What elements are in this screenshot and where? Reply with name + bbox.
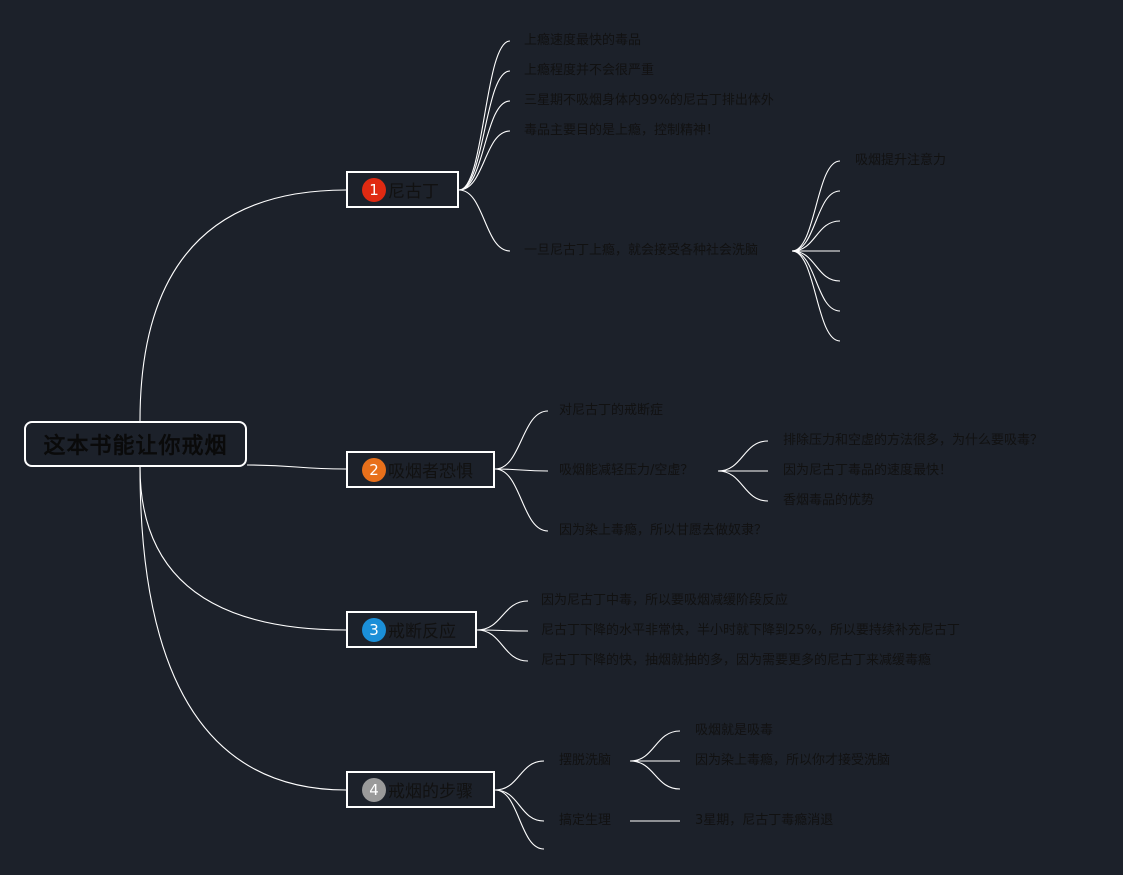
topic-b1-2[interactable]: 上瘾程度并不会很严重 — [524, 63, 655, 78]
topic-b3-2[interactable]: 尼古丁下降的水平非常快，半小时就下降到25%，所以要持续补充尼古丁 — [541, 623, 960, 638]
topic-b2-2[interactable]: 吸烟能减轻压力/空虚？ — [559, 463, 694, 478]
root-link-branch-4 — [139, 466, 347, 791]
topic-b1-5[interactable]: 一旦尼古丁上瘾，就会接受各种社会洗脑 — [524, 243, 759, 258]
topic-b3-1[interactable]: 因为尼古丁中毒，所以要吸烟减缓阶段反应 — [541, 593, 789, 608]
number-badge-2: 2 — [362, 457, 386, 482]
topic-b2-2-link-3 — [717, 470, 769, 502]
branch3-link-3 — [476, 629, 529, 662]
branch1-link-3 — [458, 100, 511, 191]
branch-smoker-fear[interactable]: 2 吸烟者恐惧 — [346, 451, 495, 488]
branch1-link-5 — [458, 189, 511, 252]
topic-b3-3[interactable]: 尼古丁下降的快，抽烟就抽的多，因为需要更多的尼古丁来减缓毒瘾 — [541, 653, 932, 668]
topic-b4-1-link-1 — [629, 730, 681, 762]
root-link-branch-1 — [139, 189, 347, 422]
subtopic-b2-2-2[interactable]: 因为尼古丁毒品的速度最快！ — [783, 463, 953, 478]
empty-subtopic[interactable] — [832, 181, 840, 195]
branch1-link-4 — [458, 130, 511, 191]
topic-b2-1[interactable]: 对尼古丁的戒断症 — [559, 403, 664, 418]
branch3-link-1 — [476, 600, 529, 631]
branch1-link-1 — [458, 40, 511, 191]
empty-subtopic[interactable] — [832, 211, 840, 225]
topic-b1-5-link-3 — [791, 220, 841, 252]
subtopic-b2-2-3[interactable]: 香烟毒品的优势 — [783, 493, 875, 508]
subtopic-b2-2-1[interactable]: 排除压力和空虚的方法很多，为什么要吸毒？ — [783, 433, 1044, 448]
number-badge-4: 4 — [362, 777, 386, 802]
number-badge-3: 3 — [362, 617, 386, 642]
number-badge-1: 1 — [362, 177, 386, 202]
topic-b1-5-link-6 — [791, 250, 841, 312]
branch-label: 吸烟者恐惧 — [388, 462, 473, 482]
topic-b4-2[interactable]: 搞定生理 — [559, 813, 612, 828]
subtopic-b4-2-1[interactable]: 3星期，尼古丁毒瘾消退 — [695, 813, 834, 828]
subtopic-b1-5-1[interactable]: 吸烟提升注意力 — [855, 153, 947, 168]
root-topic[interactable]: 这本书能让你戒烟 — [24, 421, 247, 467]
branch-label: 尼古丁 — [388, 182, 439, 202]
empty-subtopic[interactable] — [832, 331, 840, 345]
empty-topic[interactable] — [538, 841, 546, 855]
topic-b4-1[interactable]: 摆脱洗脑 — [559, 753, 612, 768]
branch1-link-2 — [458, 70, 511, 191]
empty-subtopic[interactable] — [672, 781, 680, 795]
branch4-link-3 — [494, 789, 545, 850]
branch-nicotine[interactable]: 1 尼古丁 — [346, 171, 459, 208]
root-link-branch-3 — [139, 466, 347, 631]
topic-b2-2-link-1 — [717, 440, 769, 472]
branch2-link-3 — [494, 468, 549, 532]
branch-withdrawal[interactable]: 3 戒断反应 — [346, 611, 477, 648]
topic-b1-5-link-1 — [791, 160, 841, 252]
topic-b1-5-link-7 — [791, 250, 841, 342]
subtopic-b4-1-2[interactable]: 因为染上毒瘾，所以你才接受洗脑 — [695, 753, 891, 768]
branch-label: 戒烟的步骤 — [388, 782, 473, 802]
root-link-branch-2 — [246, 464, 347, 470]
branch4-link-2 — [494, 789, 545, 822]
topic-b1-4[interactable]: 毒品主要目的是上瘾，控制精神！ — [524, 123, 720, 138]
topic-b4-1-link-3 — [629, 760, 681, 790]
topic-b2-3[interactable]: 因为染上毒瘾，所以甘愿去做奴隶？ — [559, 523, 768, 538]
branch-label: 戒断反应 — [388, 622, 456, 642]
branch-quit-steps[interactable]: 4 戒烟的步骤 — [346, 771, 495, 808]
branch4-link-1 — [494, 760, 545, 791]
root-label: 这本书能让你戒烟 — [43, 434, 228, 459]
empty-subtopic[interactable] — [832, 271, 840, 285]
topic-b1-3[interactable]: 三星期不吸烟身体内99%的尼古丁排出体外 — [524, 93, 774, 108]
subtopic-b4-1-1[interactable]: 吸烟就是吸毒 — [695, 723, 774, 738]
topic-b1-1[interactable]: 上瘾速度最快的毒品 — [524, 33, 642, 48]
branch2-link-2 — [494, 468, 549, 472]
topic-b1-5-link-2 — [791, 190, 841, 252]
empty-subtopic[interactable] — [832, 241, 840, 255]
branch2-link-1 — [494, 410, 549, 470]
empty-subtopic[interactable] — [832, 301, 840, 315]
